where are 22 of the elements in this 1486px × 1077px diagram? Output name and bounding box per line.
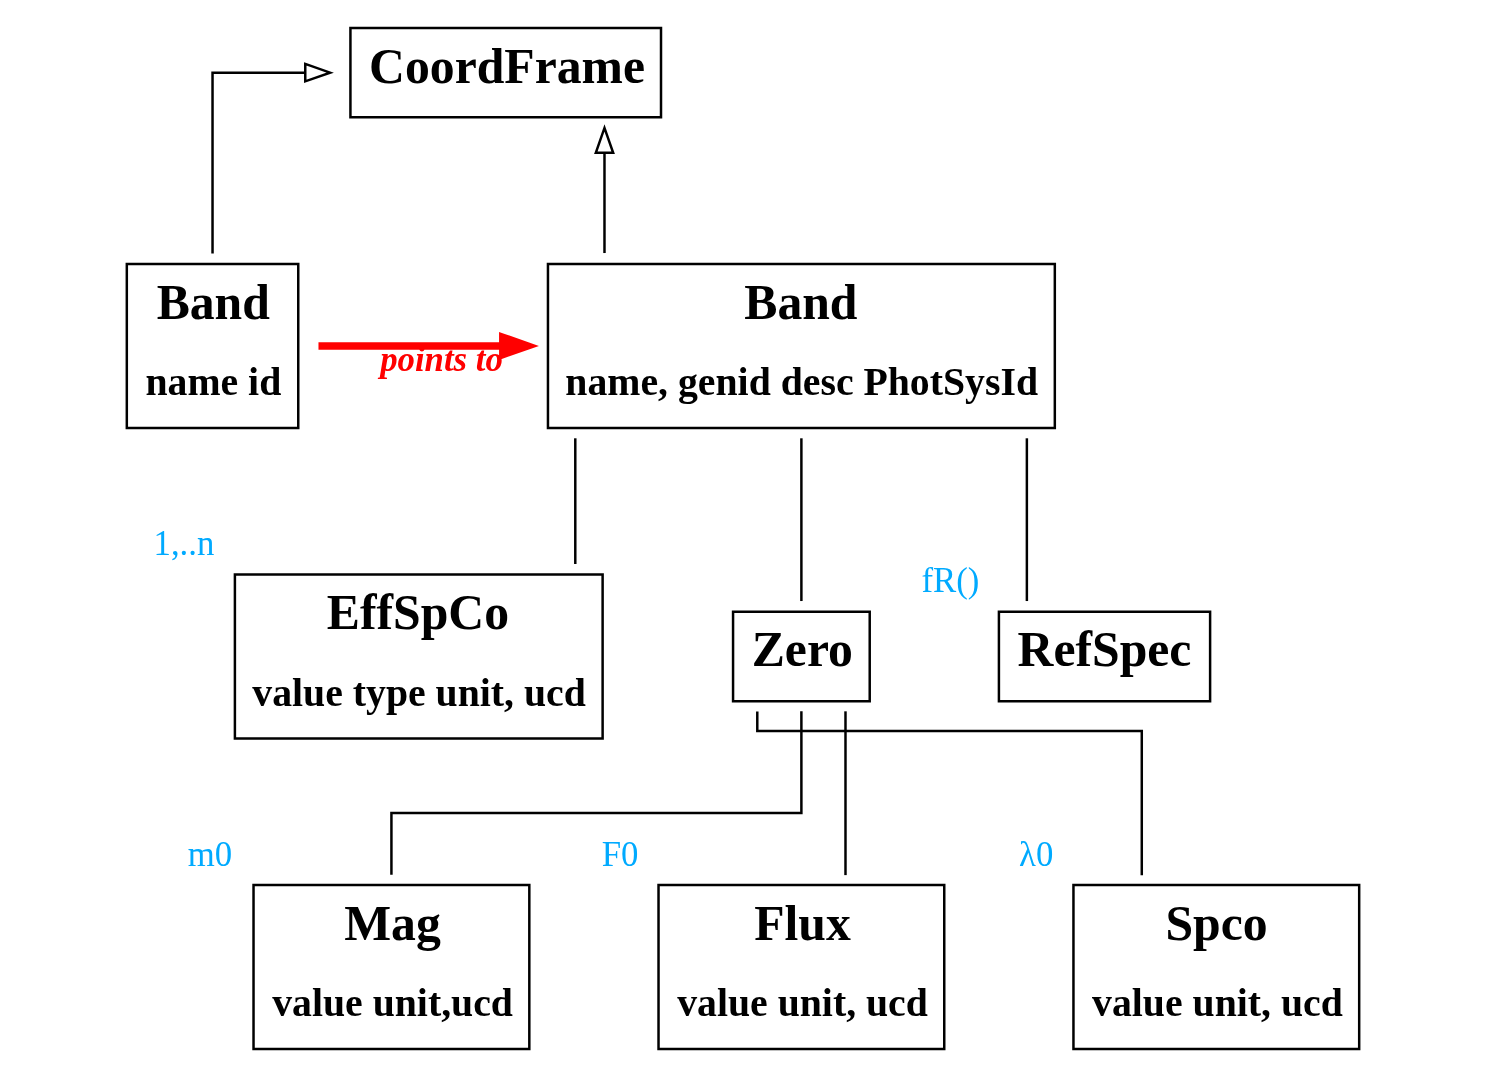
arrow <box>211 62 334 254</box>
node-box: CoordFrame <box>349 26 663 119</box>
node-box: EffSpCo value type unit, ucd <box>233 573 604 740</box>
node-box: Spco value unit, ucd <box>1072 883 1361 1051</box>
node-label: fR() <box>921 561 980 601</box>
connector <box>390 711 803 875</box>
node-box: Mag value unit,ucd <box>252 883 531 1051</box>
arrow <box>594 124 615 254</box>
node-box: Zero <box>731 610 871 703</box>
node-box: Flux value unit, ucd <box>657 883 946 1051</box>
node-label: λ0 <box>1019 834 1054 874</box>
edge-label: points to <box>380 340 503 380</box>
node-box: Band name id <box>125 262 300 430</box>
node-box: RefSpec <box>997 610 1212 703</box>
node-label: F0 <box>601 834 639 874</box>
connector <box>574 438 577 564</box>
node-box: Band name, genid desc PhotSysId <box>546 262 1057 430</box>
connector <box>844 711 847 876</box>
node-label: 1,..n <box>153 524 215 564</box>
node-label: m0 <box>187 834 233 874</box>
connector <box>1025 438 1029 602</box>
connector <box>800 438 803 602</box>
